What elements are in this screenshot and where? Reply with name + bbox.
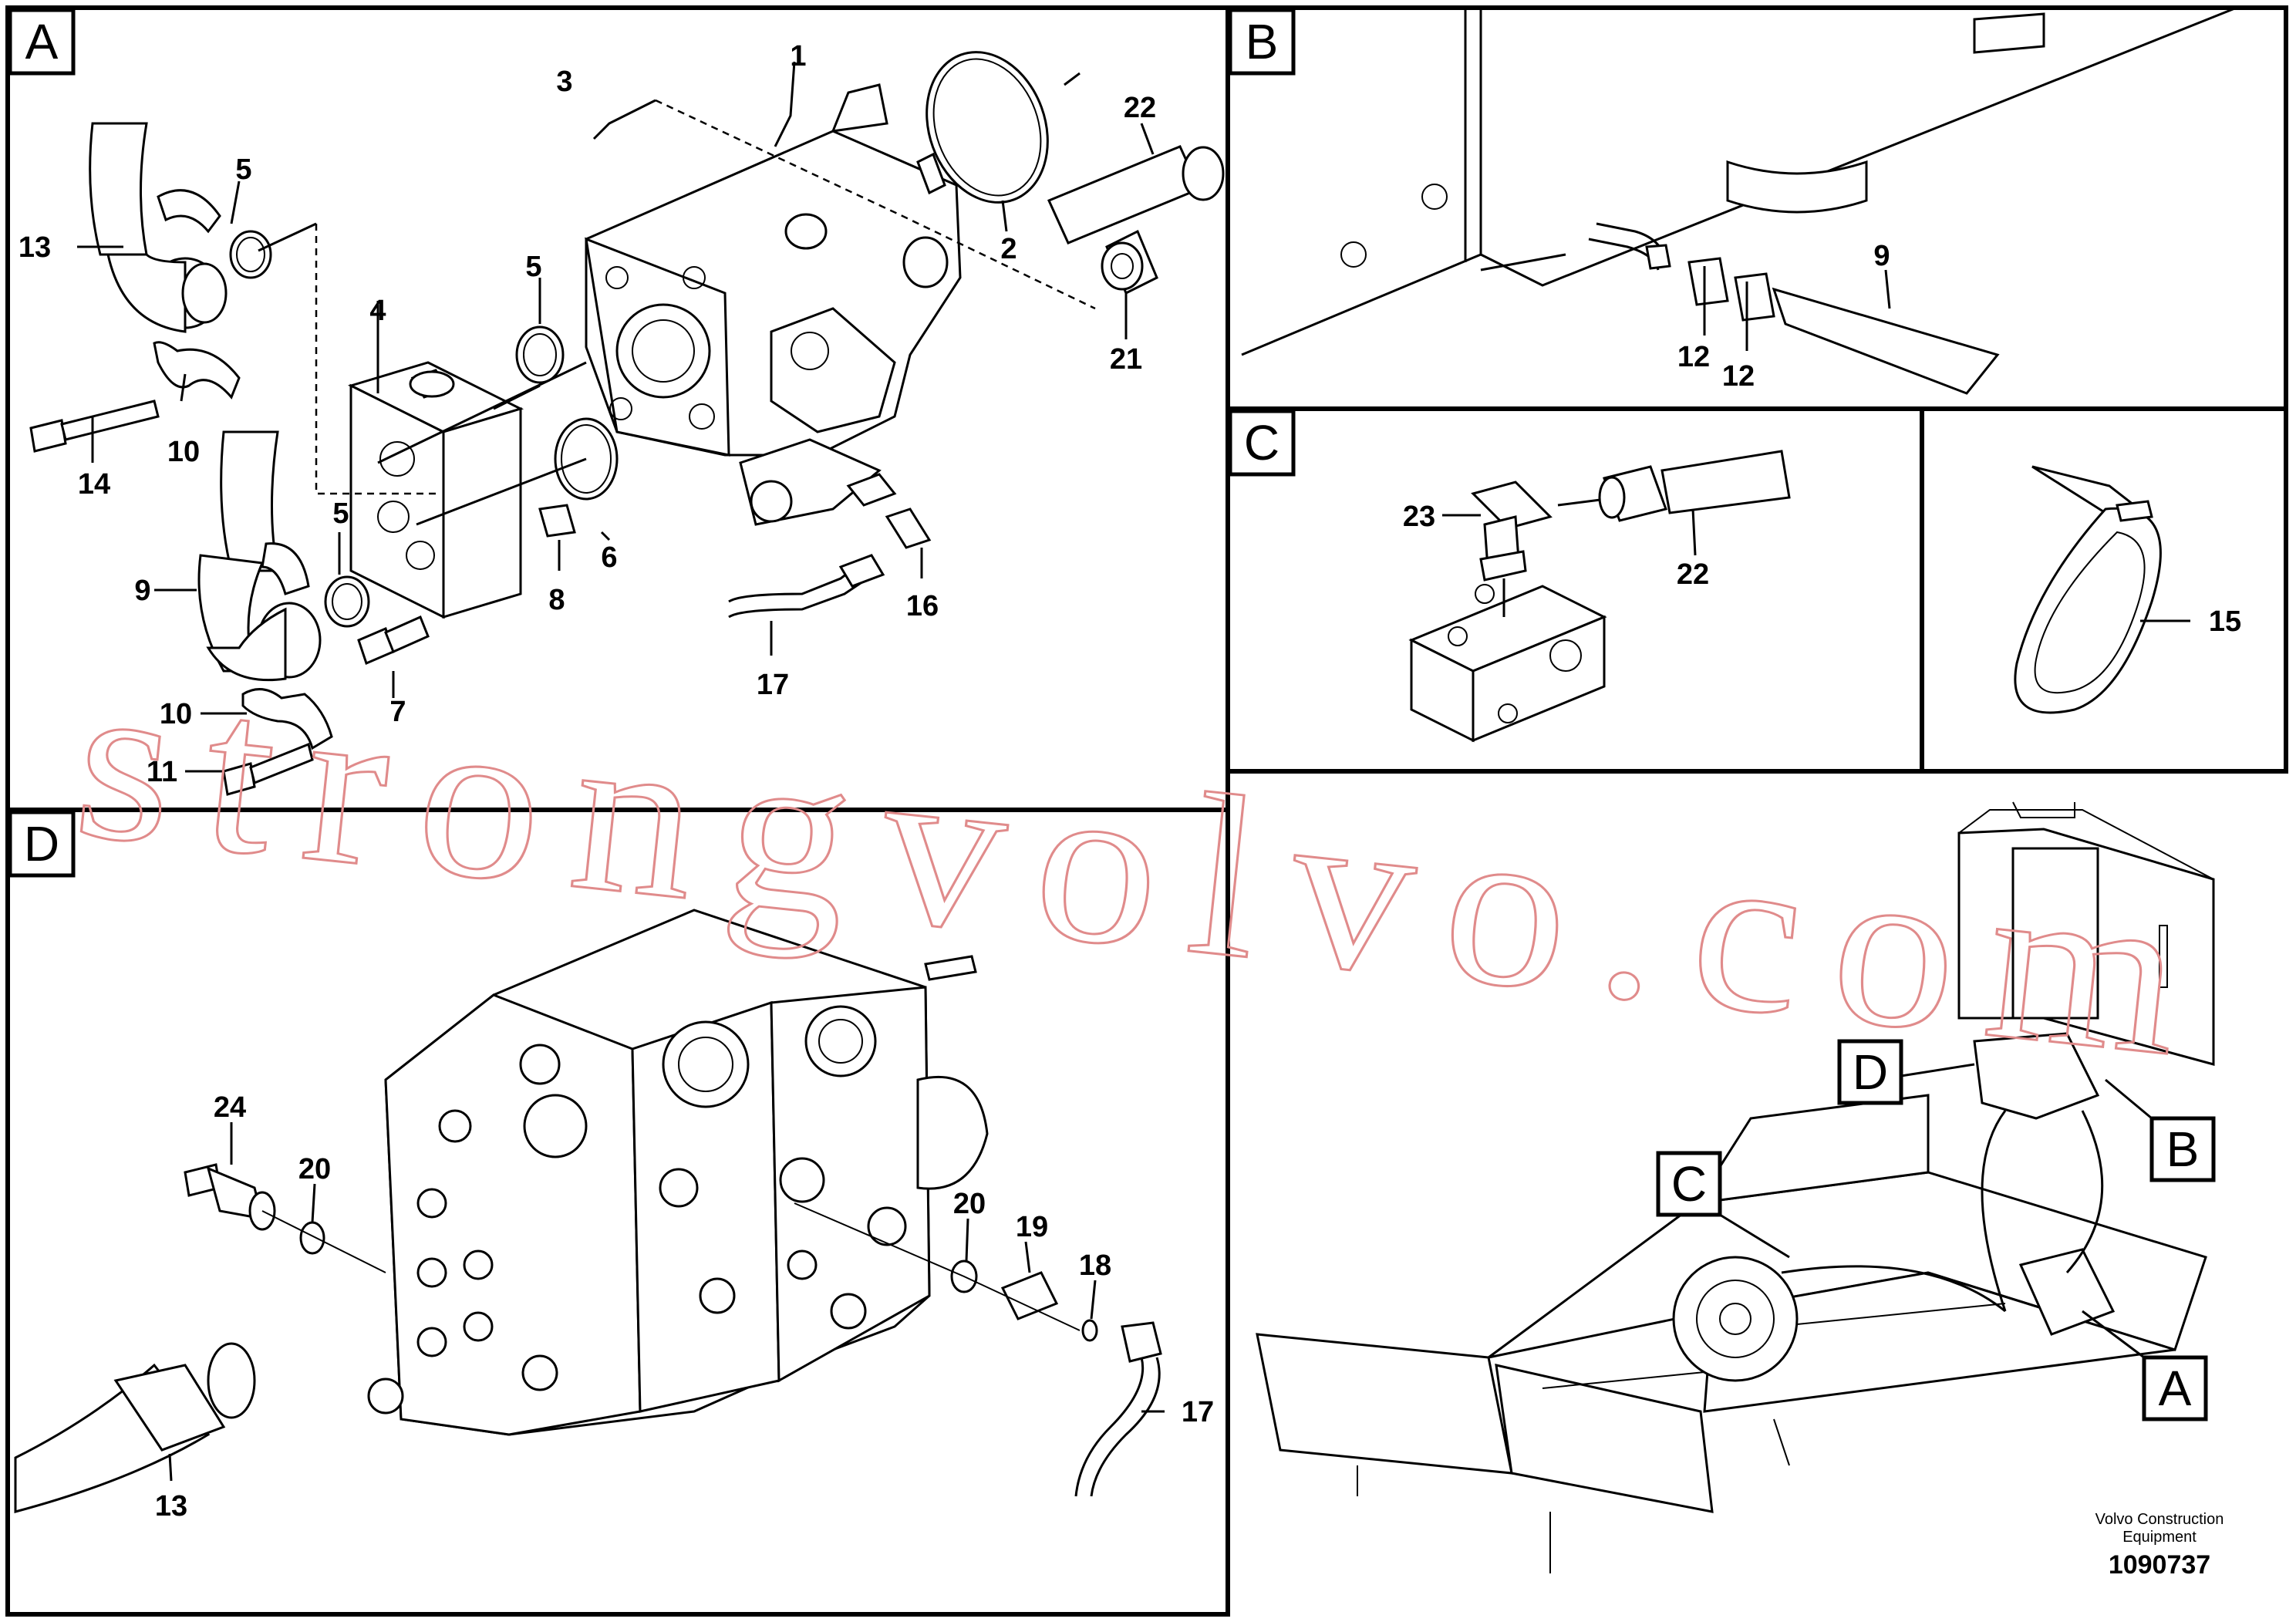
panel-d-letter-box — [8, 810, 76, 878]
clamp-10-top — [153, 341, 241, 400]
callout-c23: 23 — [1403, 501, 1435, 533]
hydraulic-tank — [1957, 801, 2215, 1066]
plug-8 — [538, 504, 576, 538]
o-ring-2 — [925, 51, 1049, 204]
machine-overview: D B C A — [1256, 801, 2216, 1573]
panel-a-letter-box — [8, 8, 76, 76]
overview-letter-a: A — [2159, 1361, 2192, 1416]
callout-b12-right: 12 — [1722, 360, 1755, 393]
adapter-block-4 — [347, 361, 524, 619]
callout-13: 13 — [19, 231, 51, 264]
panel-b-letter-box — [1228, 8, 1296, 76]
screw-11 — [222, 742, 314, 796]
seal-18 — [1081, 1319, 1098, 1342]
hose-13-upper — [89, 122, 228, 333]
panel-letters: A B C D — [8, 8, 1296, 878]
callout-22: 22 — [1124, 92, 1156, 124]
callout-10-low: 10 — [160, 698, 192, 730]
callout-b12-left: 12 — [1677, 341, 1710, 373]
callout-9: 9 — [134, 575, 150, 607]
panel-frames — [5, 5, 2288, 1617]
callout-d19: 19 — [1016, 1211, 1048, 1243]
callout-d18: 18 — [1079, 1249, 1111, 1282]
hose-13-lower — [14, 1342, 256, 1513]
panel-d-frame — [5, 808, 1230, 1617]
panel-d-letter: D — [24, 816, 59, 872]
brand-line-1: Volvo Construction — [2095, 1511, 2224, 1528]
callout-8: 8 — [548, 584, 565, 616]
callout-d20-right: 20 — [953, 1188, 986, 1220]
panel-a-leaders — [77, 61, 1155, 773]
overview-label-a: A — [2082, 1310, 2208, 1421]
callout-21: 21 — [1110, 343, 1142, 376]
callout-10-top: 10 — [167, 436, 200, 468]
hose-17-and-fitting-16 — [728, 508, 932, 619]
overview-label-d: D — [1837, 1039, 1975, 1105]
hose-17-lower — [1074, 1321, 1162, 1497]
callout-d20-left: 20 — [298, 1153, 331, 1185]
callout-d13: 13 — [155, 1490, 187, 1523]
panel-a-letter: A — [25, 14, 59, 69]
document-number: 1090737 — [2109, 1550, 2210, 1580]
callout-1: 1 — [790, 40, 806, 73]
callout-5-top: 5 — [235, 153, 251, 186]
panel-b-letter: B — [1246, 14, 1279, 69]
clamp-12-left — [1687, 257, 1729, 306]
clamp-10-low — [241, 688, 333, 750]
callout-5-mid: 5 — [525, 251, 541, 283]
panel-a-drawing: 1 2 3 4 5 5 5 6 7 8 9 10 10 11 13 14 16 … — [19, 40, 1225, 796]
callout-17: 17 — [757, 669, 789, 701]
callout-d17: 17 — [1182, 1396, 1214, 1428]
screw-7 — [357, 615, 430, 666]
callout-d24: 24 — [214, 1091, 246, 1124]
panel-a-callouts: 1 2 3 4 5 5 5 6 7 8 9 10 10 11 13 14 16 … — [19, 40, 1156, 788]
panel-d-callouts: 24 20 20 19 18 17 13 — [155, 1091, 1214, 1523]
callout-11: 11 — [147, 756, 177, 788]
callout-16: 16 — [906, 590, 939, 622]
overview-letter-b: B — [2166, 1121, 2200, 1177]
callout-c22: 22 — [1677, 558, 1709, 591]
brand-line-2: Equipment — [2122, 1529, 2197, 1546]
hose-22-and-fitting-21 — [1047, 145, 1225, 295]
callout-b9: 9 — [1873, 240, 1890, 272]
callout-c15: 15 — [2209, 605, 2241, 638]
panel-c-frame — [1226, 406, 1924, 774]
callout-2: 2 — [1000, 233, 1017, 265]
overview-letter-d: D — [1853, 1044, 1888, 1100]
hose-9-sleeve — [1772, 287, 2000, 395]
callout-6: 6 — [601, 541, 617, 574]
callout-5-low: 5 — [332, 497, 349, 530]
callout-4: 4 — [369, 295, 386, 327]
panel-b-drawing: 9 12 12 — [1241, 6, 2237, 395]
panel-c-strap-drawing: 15 — [2014, 465, 2241, 714]
control-valve-block — [367, 909, 989, 1436]
callout-14: 14 — [78, 468, 110, 501]
hose-9 — [197, 430, 322, 682]
panel-c-letter: C — [1244, 415, 1279, 470]
footer: Volvo Construction Equipment 1090737 — [2095, 1511, 2224, 1580]
bolt-14 — [29, 400, 160, 453]
pressure-sensor-24 — [184, 1163, 276, 1231]
panel-c-drawing: 23 22 — [1403, 450, 1791, 743]
watermark-text: strongvolvo.com — [66, 629, 2225, 1108]
panel-d-leaders — [168, 1122, 1165, 1482]
panel-d-drawing: 24 20 20 19 18 17 13 — [14, 909, 1214, 1523]
panel-c-letter-box — [1228, 409, 1296, 477]
overview-letter-c: C — [1671, 1156, 1707, 1212]
panel-c-strap-frame — [1920, 406, 2288, 774]
pump-1 — [585, 83, 962, 526]
adapter-19 — [1000, 1271, 1059, 1320]
callout-3: 3 — [556, 66, 572, 98]
callout-7: 7 — [389, 696, 406, 728]
overview-label-b: B — [2105, 1078, 2216, 1182]
clamp-12-right — [1734, 272, 1775, 322]
o-ring-20-left — [299, 1221, 325, 1255]
overview-label-c: C — [1656, 1151, 1790, 1259]
